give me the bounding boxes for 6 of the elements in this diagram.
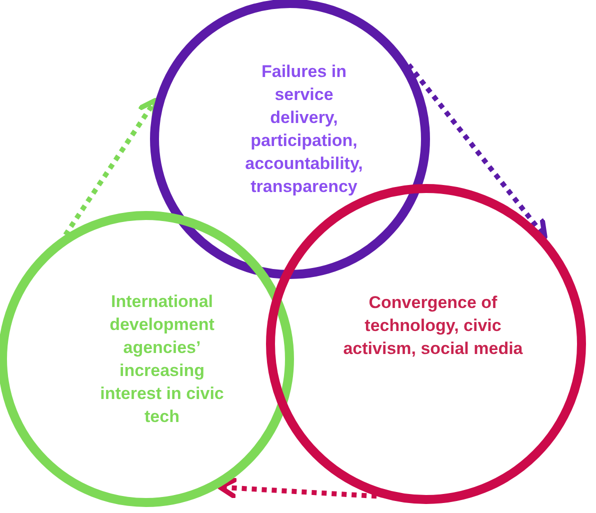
circle-label: International development agencies’ increasing interest in civic tech — [99, 291, 225, 428]
dotted-arrow — [406, 63, 548, 240]
dotted-arrow — [63, 98, 158, 236]
circle-label: Failures in service delivery, participation, accountability, transparency — [244, 61, 364, 198]
dotted-arrow — [218, 478, 377, 499]
circle-label: Convergence of technology, civic activism, social media — [342, 292, 524, 360]
